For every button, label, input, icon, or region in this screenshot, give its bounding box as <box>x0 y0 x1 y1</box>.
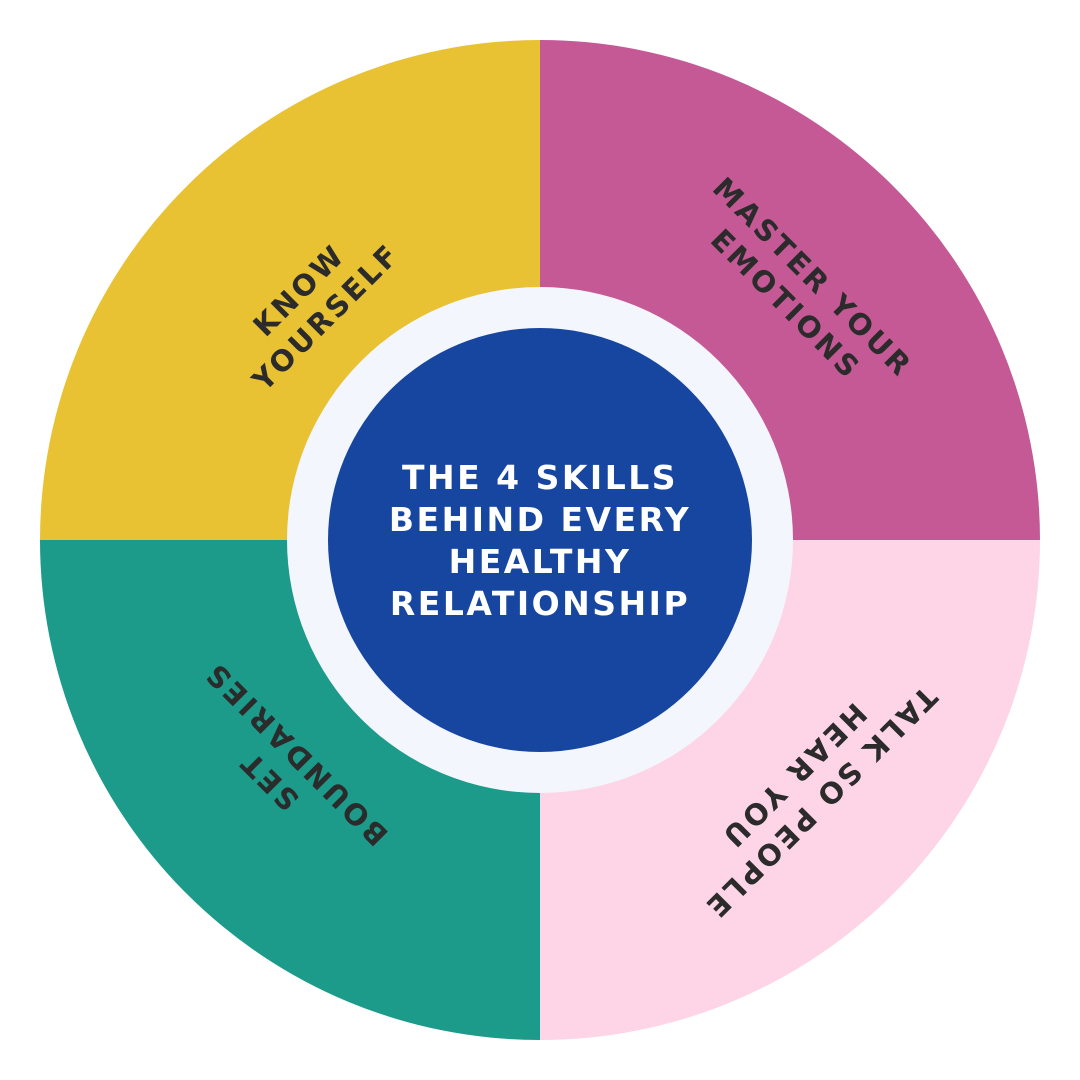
center-title-line-4: RELATIONSHIP <box>390 584 690 623</box>
center-title: THE 4 SKILLS BEHIND EVERY HEALTHY RELATI… <box>389 458 691 623</box>
center-disc <box>328 328 752 752</box>
center-title-line-3: HEALTHY <box>449 542 632 581</box>
center-title-line-1: THE 4 SKILLS <box>402 458 678 497</box>
center-title-line-2: BEHIND EVERY <box>389 500 691 539</box>
